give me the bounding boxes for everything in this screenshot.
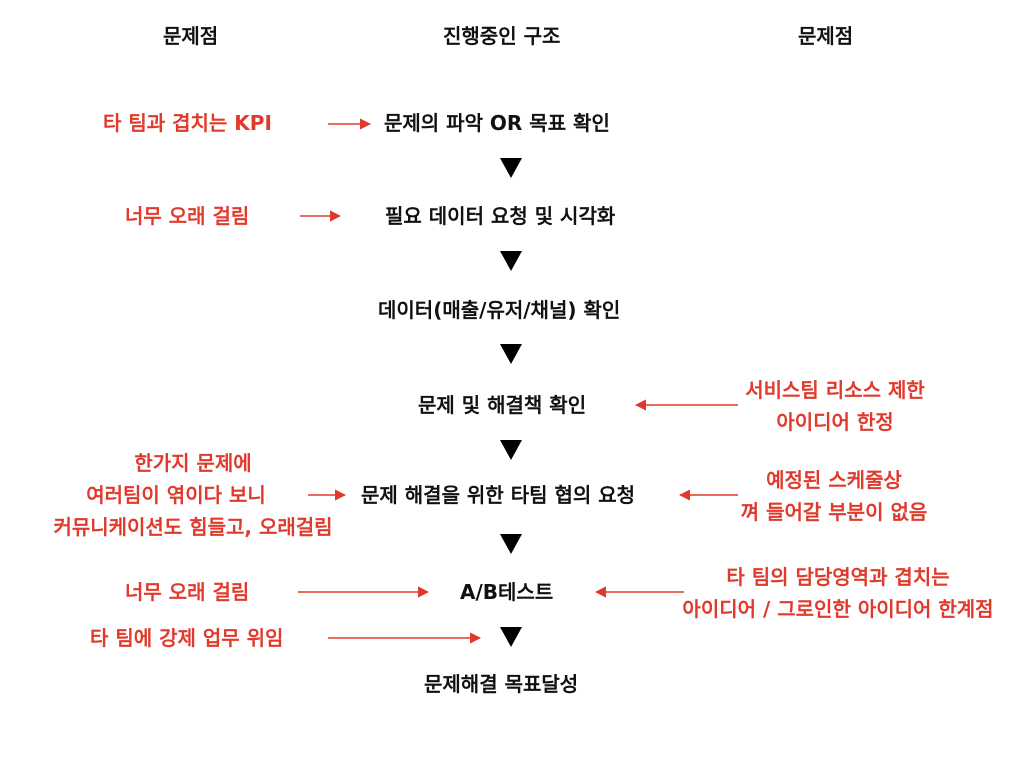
right-issue-overlap-line-1: 타 팀의 담당영역과 겹치는 [726, 565, 950, 589]
left-issue-kpi-overlap: 타 팀과 겹치는 KPI [103, 111, 272, 135]
left-column-header: 문제점 [163, 24, 219, 48]
right-issue-overlap-line-2: 아이디어 / 그로인한 아이디어 한계점 [682, 597, 994, 621]
center-column-header: 진행중인 구조 [443, 24, 561, 48]
step-problem-solution: 문제 및 해결책 확인 [418, 393, 587, 417]
right-column-header: 문제점 [798, 24, 854, 48]
left-issue-communication: 한가지 문제에 여러팀이 엮이다 보니 커뮤니케이션도 힘들고, 오래걸림 [38, 447, 348, 543]
step-request-data: 필요 데이터 요청 및 시각화 [385, 204, 616, 228]
down-arrow-2 [500, 251, 522, 271]
down-arrow-1 [500, 158, 522, 178]
right-issue-resource-limit: 서비스팀 리소스 제한 아이디어 한정 [720, 374, 950, 438]
down-arrow-5 [500, 534, 522, 554]
step-team-collaboration: 문제 해결을 위한 타팀 협의 요청 [361, 483, 636, 507]
left-issue-communication-line-3: 커뮤니케이션도 힘들고, 오래걸림 [53, 515, 333, 539]
left-issue-forced-delegation: 타 팀에 강제 업무 위임 [90, 626, 284, 650]
down-arrow-4 [500, 440, 522, 460]
left-issue-communication-line-2: 여러팀이 엮이다 보니 [86, 483, 266, 507]
right-issue-resource-line-1: 서비스팀 리소스 제한 [745, 378, 925, 402]
down-arrow-6 [500, 627, 522, 647]
left-issue-communication-line-1: 한가지 문제에 [134, 451, 252, 475]
step-goal-achieved: 문제해결 목표달성 [424, 672, 579, 696]
right-issue-idea-overlap: 타 팀의 담당영역과 겹치는 아이디어 / 그로인한 아이디어 한계점 [660, 561, 1016, 625]
right-issue-schedule-line-1: 예정된 스케줄상 [766, 468, 902, 492]
step-ab-test: A/B테스트 [460, 580, 554, 604]
right-issue-resource-line-2: 아이디어 한정 [776, 410, 894, 434]
step-identify-problem: 문제의 파악 OR 목표 확인 [384, 111, 610, 135]
right-issue-schedule-line-2: 껴 들어갈 부분이 없음 [740, 500, 928, 524]
right-issue-schedule: 예정된 스케줄상 껴 들어갈 부분이 없음 [716, 464, 952, 528]
down-arrow-3 [500, 344, 522, 364]
left-issue-slow-ab: 너무 오래 걸림 [125, 580, 250, 604]
step-check-data: 데이터(매출/유저/채널) 확인 [378, 298, 621, 322]
left-issue-slow-data: 너무 오래 걸림 [125, 204, 250, 228]
